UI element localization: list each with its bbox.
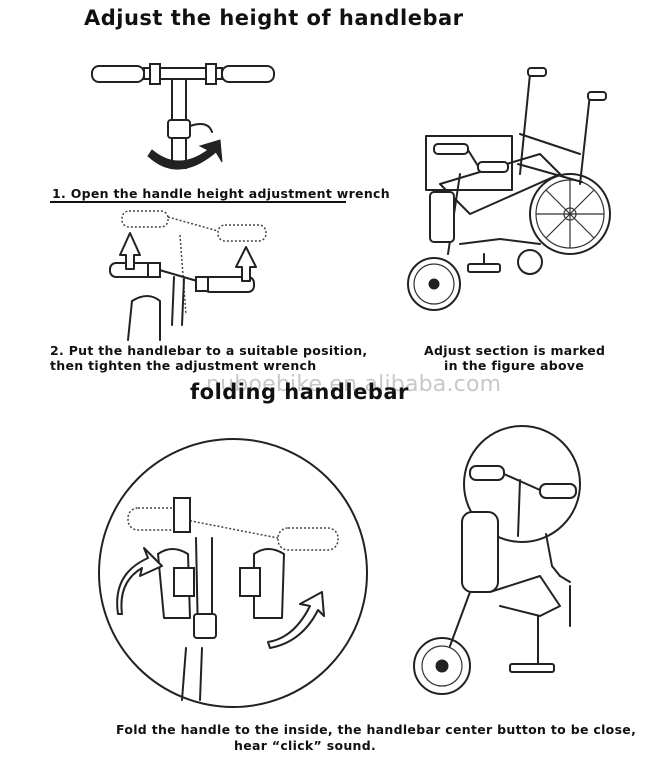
wheelchair-with-attachment-icon [407, 67, 611, 311]
step1-caption: 1. Open the handle height adjustment wre… [52, 186, 390, 201]
step2-caption-line1: 2. Put the handlebar to a suitable posit… [50, 343, 368, 358]
folded-attachment-icon [413, 425, 581, 695]
step1-underline [50, 201, 346, 203]
adjust-note-line2: in the figure above [444, 358, 585, 373]
fold-caption-line2: hear “click” sound. [234, 738, 377, 753]
section-title-adjust-height: Adjust the height of handlebar [84, 6, 464, 30]
adjust-note-line1: Adjust section is marked [424, 343, 606, 358]
handlebar-raise-icon [109, 210, 267, 341]
handlebar-wrench-open-icon [91, 63, 275, 170]
fold-caption-line1: Fold the handle to the inside, the handl… [116, 722, 637, 737]
handlebar-fold-closeup-icon [98, 438, 368, 708]
watermark-text: nuboebike.en.alibaba.com [206, 372, 502, 397]
step2-caption-line2: then tighten the adjustment wrench [50, 358, 317, 373]
section-title-folding: folding handlebar [190, 380, 409, 404]
